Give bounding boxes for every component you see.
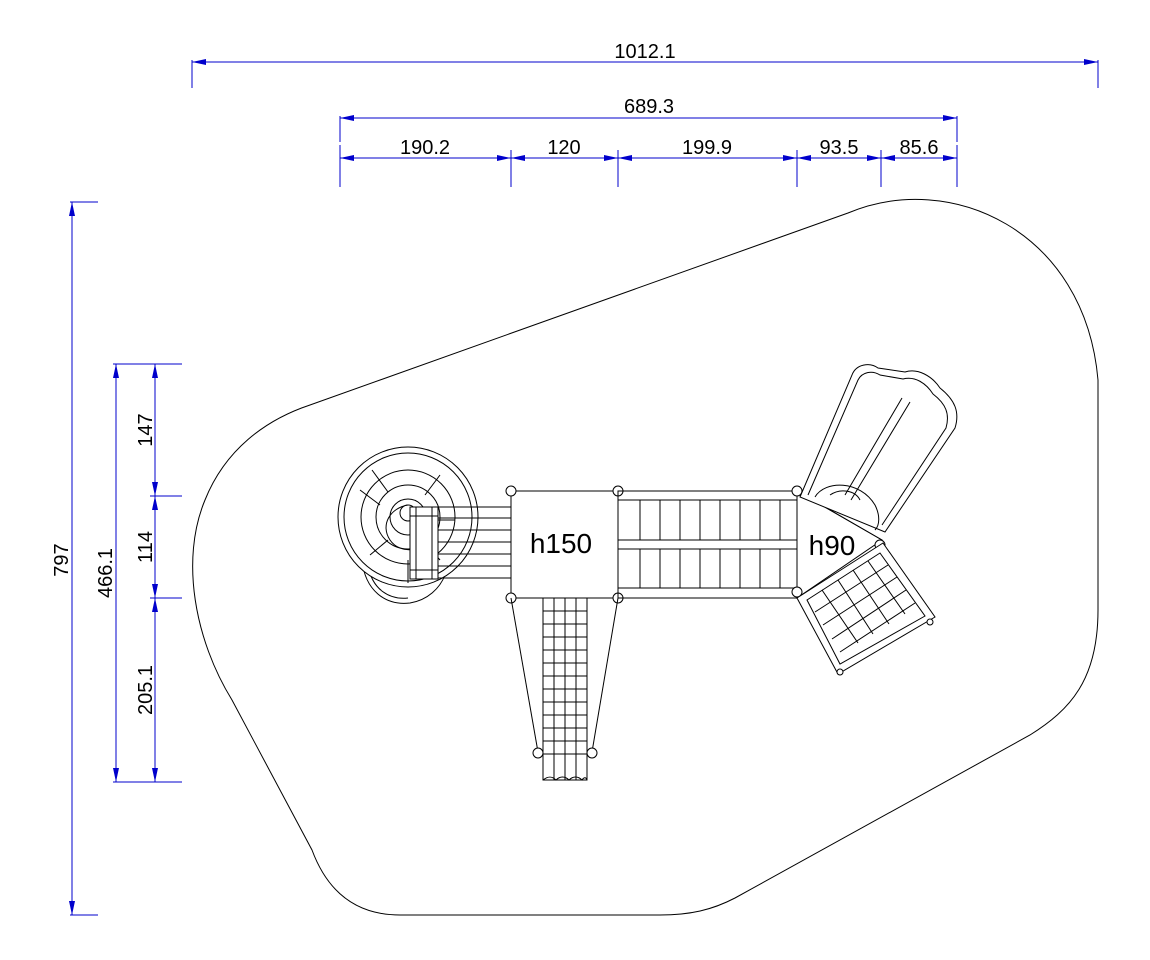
segment-1-label: 190.2 bbox=[400, 137, 450, 159]
climbing-ramp bbox=[510, 597, 619, 781]
segment-2-label: 120 bbox=[547, 137, 580, 159]
climbing-net bbox=[796, 542, 936, 676]
spiral-connector-rungs bbox=[438, 506, 511, 579]
segment-4-label: 93.5 bbox=[820, 137, 859, 159]
total-height-label: 797 bbox=[51, 543, 73, 576]
vertical-segment-2-label: 114 bbox=[135, 531, 157, 563]
platform-h90-label: h90 bbox=[809, 530, 856, 561]
vertical-dimensions: 797 466.1 147 114 205.1 bbox=[51, 201, 182, 916]
platform-h150-label: h150 bbox=[530, 528, 592, 559]
vertical-segment-1-label: 147 bbox=[135, 413, 157, 446]
structure-height-label: 466.1 bbox=[95, 548, 117, 598]
straight-slide bbox=[799, 364, 958, 533]
spiral-slide bbox=[337, 446, 479, 604]
total-width-label: 1012.1 bbox=[614, 41, 675, 63]
horizontal-dimensions: 1012.1 689.3 190.2 120 199.9 93.5 85.6 bbox=[191, 41, 1099, 187]
platform-h90: h90 bbox=[791, 485, 886, 599]
vertical-segment-3-label: 205.1 bbox=[135, 665, 157, 715]
bridge bbox=[617, 490, 798, 599]
safety-zone-outline bbox=[192, 199, 1099, 916]
platform-h150: h150 bbox=[505, 485, 624, 604]
structure-width-label: 689.3 bbox=[624, 96, 674, 118]
segment-3-label: 199.9 bbox=[682, 137, 732, 159]
segment-5-label: 85.6 bbox=[900, 137, 939, 159]
